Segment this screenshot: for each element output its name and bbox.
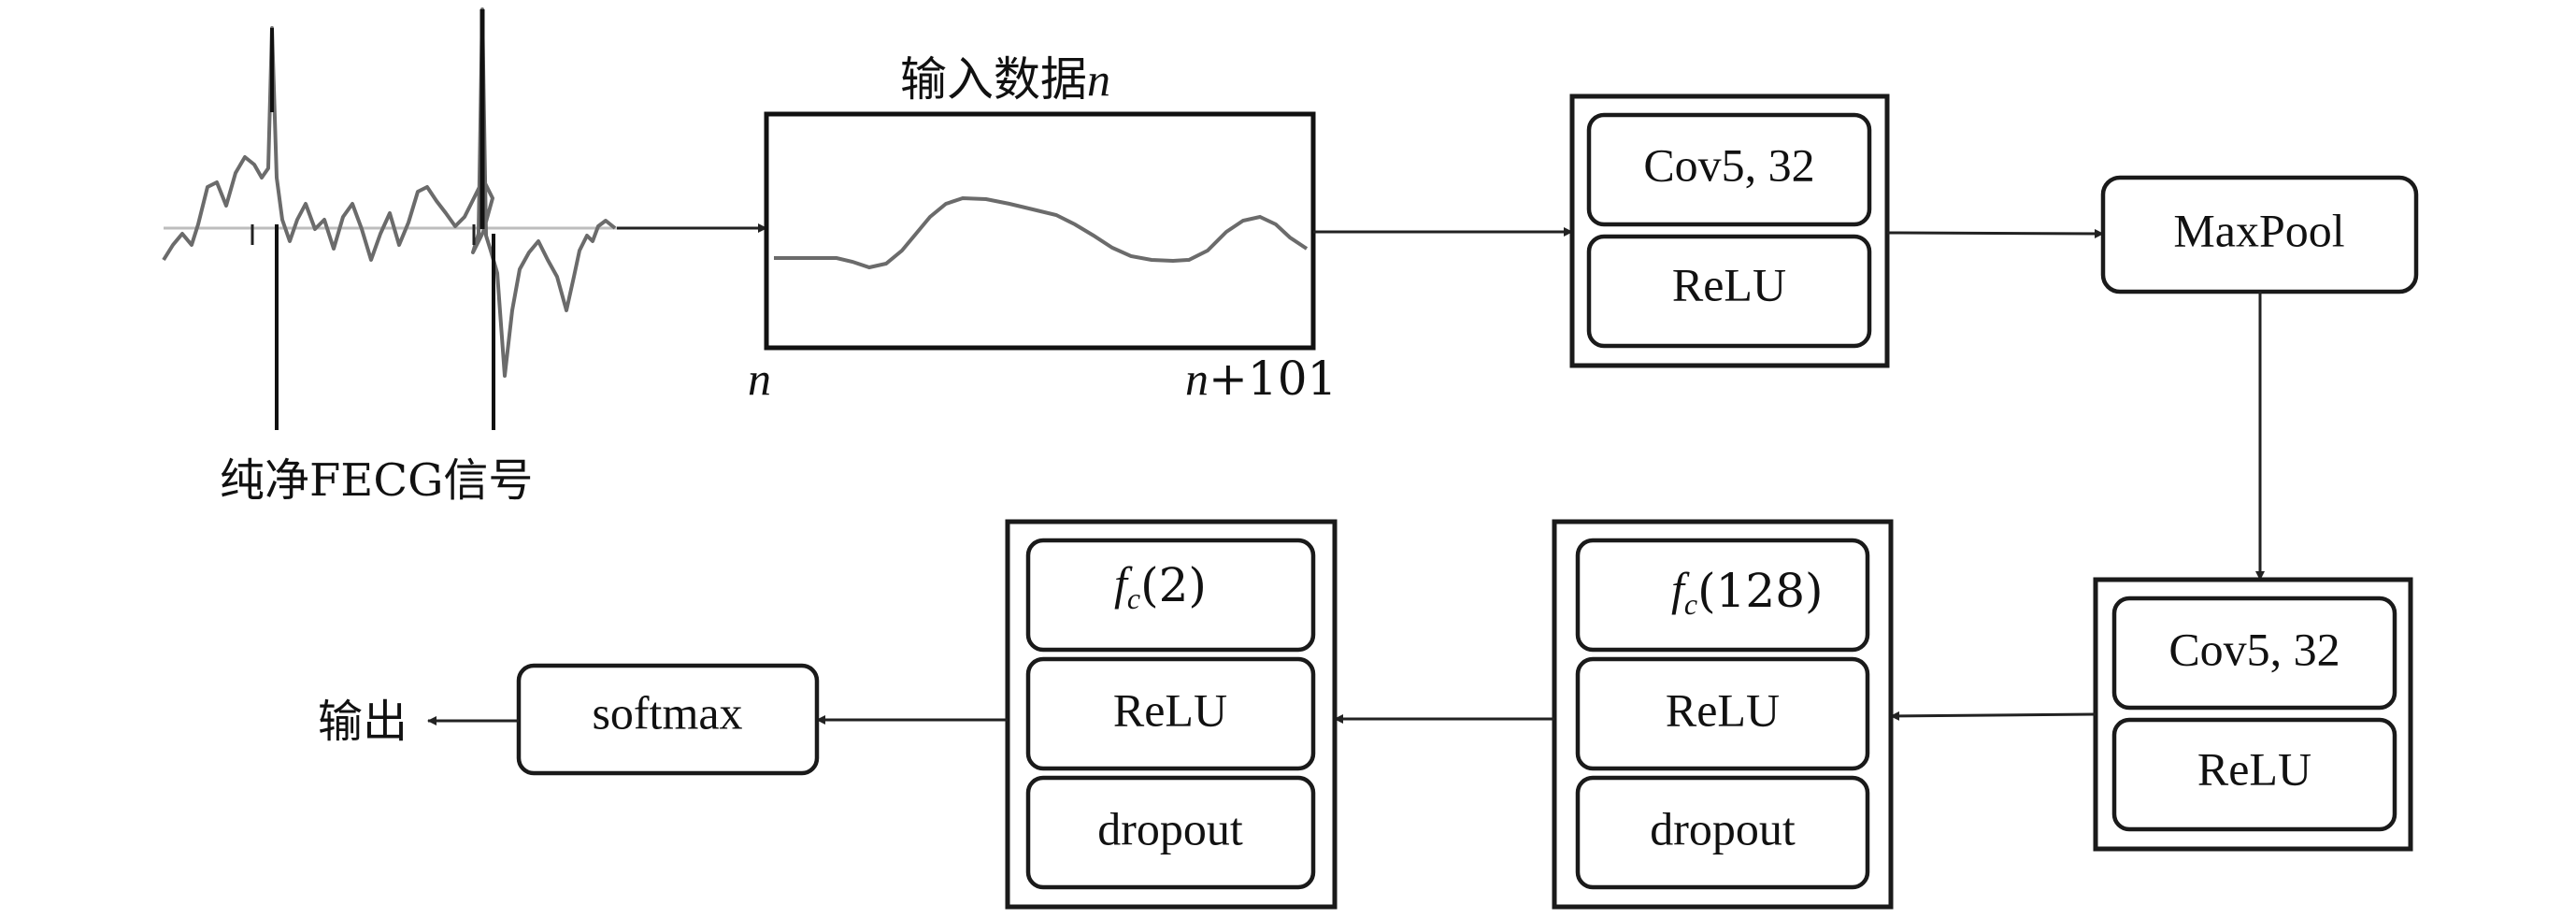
arrow-conv2-to-fc1 xyxy=(1890,711,2097,721)
fc-block-1: fc(128) ReLU dropout xyxy=(1552,519,1894,910)
fc1-layer-relu: ReLU xyxy=(1666,683,1780,736)
conv2-layer-cov: Cov5, 32 xyxy=(2168,623,2340,675)
input-data-box xyxy=(764,111,1316,351)
input-start-label: n xyxy=(748,352,771,405)
input-data-waveform xyxy=(774,195,1309,270)
fc2-layer-relu: ReLU xyxy=(1113,683,1227,736)
maxpool-label: MaxPool xyxy=(2173,204,2344,256)
conv1-layer-cov: Cov5, 32 xyxy=(1643,138,1814,191)
conv-block-2: Cov5, 32 ReLU xyxy=(2093,577,2413,852)
softmax-label: softmax xyxy=(592,686,742,739)
arrow-conv1-to-maxpool xyxy=(1886,228,2104,238)
fecg-signal-label: 纯净FECG信号 xyxy=(220,454,533,507)
fc1-layer-fc: fc(128) xyxy=(1671,563,1824,621)
fc1-layer-dropout: dropout xyxy=(1650,802,1796,854)
fc2-layer-fc: fc(2) xyxy=(1114,557,1207,615)
fc2-layer-dropout: dropout xyxy=(1097,802,1243,854)
conv1-layer-relu: ReLU xyxy=(1672,258,1786,310)
conv2-layer-relu: ReLU xyxy=(2197,742,2311,795)
input-end-label: n+101 xyxy=(1185,352,1337,406)
conv-block-1: Cov5, 32 ReLU xyxy=(1569,93,1890,368)
fecg-signal-waveform xyxy=(162,7,617,430)
fc-block-2: fc(2) ReLU dropout xyxy=(1005,519,1338,910)
input-data-title: 输入数据n xyxy=(900,52,1110,107)
output-label: 输出 xyxy=(318,696,408,748)
